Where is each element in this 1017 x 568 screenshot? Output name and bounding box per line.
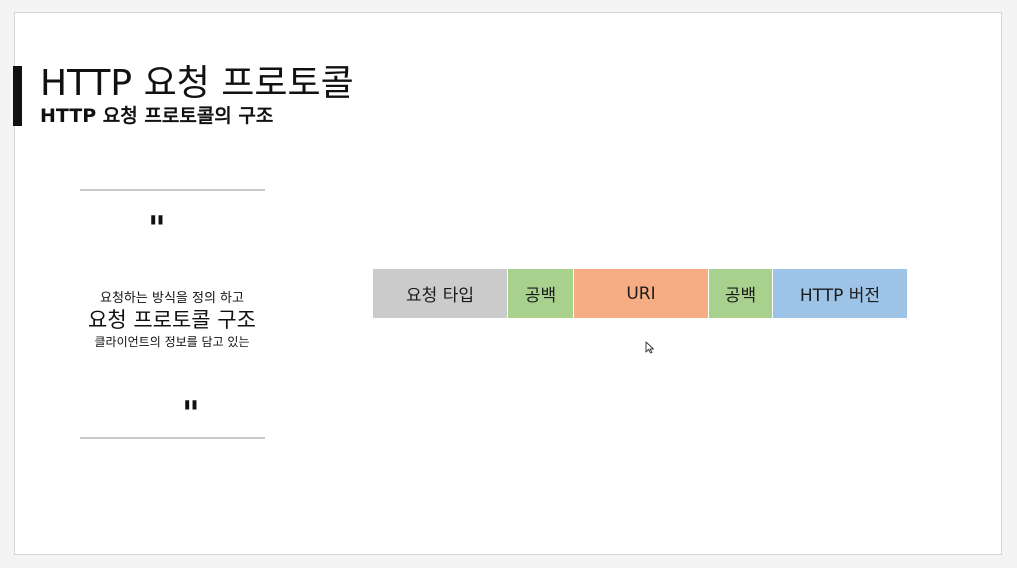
title-accent-bar (13, 66, 22, 126)
quote-bottom-divider (80, 437, 265, 439)
quote-text-block: 요청하는 방식을 정의 하고 요청 프로토콜 구조 클라이언트의 정보를 담고 … (62, 290, 282, 351)
slide-subtitle: HTTP 요청 프로토콜의 구조 (40, 105, 274, 127)
segment-http-version: HTTP 버전 (773, 269, 907, 318)
mouse-pointer-icon (645, 341, 654, 354)
slide-title: HTTP 요청 프로토콜 (40, 63, 354, 104)
quote-line-1: 요청하는 방식을 정의 하고 (100, 291, 244, 306)
segment-space-2: 공백 (709, 269, 773, 318)
close-quote-mark: " (182, 394, 200, 434)
quote-line-2: 요청 프로토콜 구조 (88, 308, 256, 332)
segment-request-type: 요청 타입 (373, 269, 508, 318)
segment-space-1: 공백 (508, 269, 574, 318)
open-quote-mark: " (148, 209, 166, 249)
http-request-structure-diagram: 요청 타입 공백 URI 공백 HTTP 버전 (373, 269, 907, 318)
segment-uri: URI (574, 269, 709, 318)
quote-line-3: 클라이언트의 정보를 담고 있는 (94, 335, 250, 349)
quote-top-divider (80, 189, 265, 191)
